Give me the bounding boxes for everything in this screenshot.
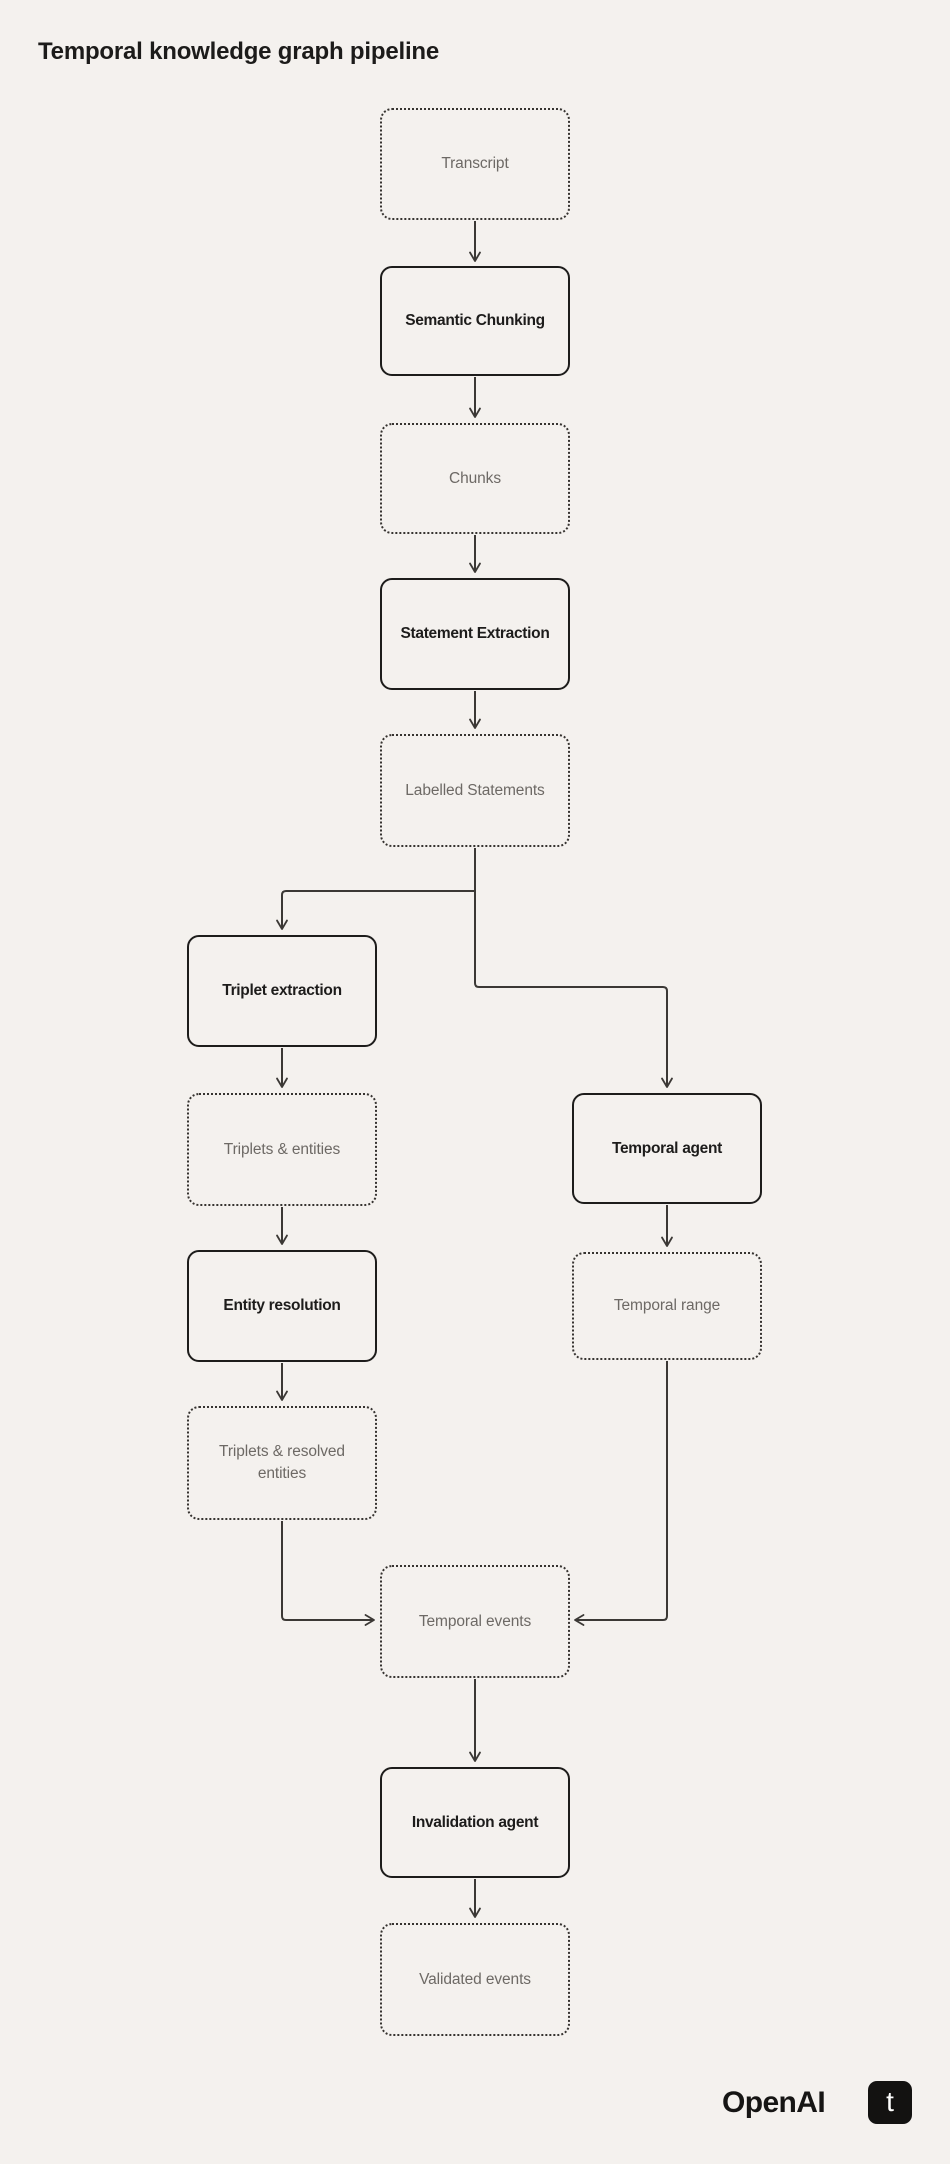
node-labelled-statements-label: Labelled Statements xyxy=(405,781,545,799)
node-statement-extraction-label: Statement Extraction xyxy=(400,625,550,643)
node-triplets-resolved-entities: Triplets & resolved entities xyxy=(187,1406,377,1520)
node-temporal-events: Temporal events xyxy=(380,1565,570,1678)
node-temporal-agent: Temporal agent xyxy=(572,1093,762,1204)
node-semantic-chunking-label: Semantic Chunking xyxy=(405,312,545,330)
edge-triplets-resolved-to-temporal-events xyxy=(281,1521,375,1626)
edge-temporal-range-to-temporal-events xyxy=(574,1361,668,1626)
t-logo: t xyxy=(868,2081,912,2124)
node-triplets-entities: Triplets & entities xyxy=(187,1093,377,1206)
node-invalidation-agent: Invalidation agent xyxy=(380,1767,570,1878)
node-invalidation-agent-label: Invalidation agent xyxy=(411,1813,539,1831)
edge-labelled-statements-to-temporal-agent xyxy=(474,848,673,1088)
node-entity-resolution-label: Entity resolution xyxy=(223,1297,341,1315)
node-triplet-extraction: Triplet extraction xyxy=(187,935,377,1047)
node-semantic-chunking: Semantic Chunking xyxy=(380,266,570,376)
node-validated-events-label: Validated events xyxy=(419,1970,531,1988)
page-title: Temporal knowledge graph pipeline xyxy=(38,38,440,65)
node-temporal-events-label: Temporal events xyxy=(418,1612,532,1630)
node-chunks: Chunks xyxy=(380,423,570,534)
node-transcript-label: Transcript xyxy=(441,155,509,173)
node-labelled-statements: Labelled Statements xyxy=(380,734,570,847)
t-logo-letter: t xyxy=(886,2085,894,2117)
node-entity-resolution: Entity resolution xyxy=(187,1250,377,1362)
node-transcript: Transcript xyxy=(380,108,570,220)
node-temporal-range: Temporal range xyxy=(572,1252,762,1360)
node-temporal-range-label: Temporal range xyxy=(613,1297,721,1315)
edge-labelled-statements-to-triplet-extraction xyxy=(276,890,475,930)
node-triplets-entities-label: Triplets & entities xyxy=(223,1140,341,1158)
node-chunks-label: Chunks xyxy=(449,469,501,487)
node-triplets-resolved-entities-label: Triplets & resolved entities xyxy=(219,1443,345,1482)
node-statement-extraction: Statement Extraction xyxy=(380,578,570,690)
node-temporal-agent-label: Temporal agent xyxy=(611,1139,723,1157)
openai-wordmark: OpenAI xyxy=(722,2086,826,2119)
node-triplet-extraction-label: Triplet extraction xyxy=(222,982,342,1000)
node-validated-events: Validated events xyxy=(380,1923,570,2036)
